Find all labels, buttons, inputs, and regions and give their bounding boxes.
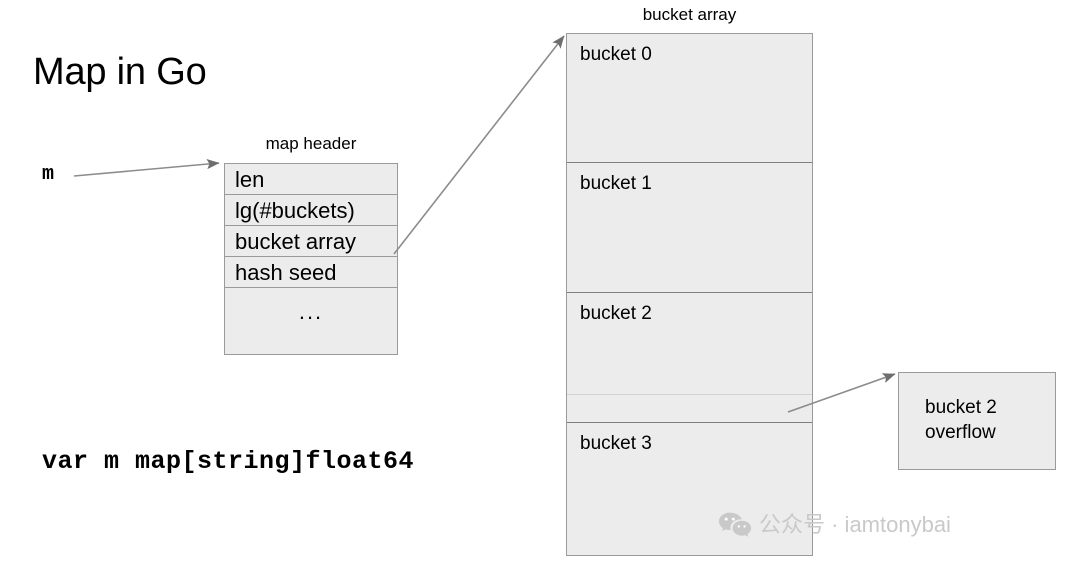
- wechat-icon: [718, 512, 752, 537]
- bucket-2-overflow-text: bucket 2 overflow: [925, 395, 997, 445]
- bucket-0: bucket 0: [567, 34, 812, 163]
- map-header-row-len: len: [225, 164, 397, 195]
- map-header-row-lgbuckets: lg(#buckets): [225, 195, 397, 226]
- bucket-2-overflow-line2: overflow: [925, 422, 996, 443]
- bucket-2-label: bucket 2: [580, 303, 652, 324]
- bucket-array-caption: bucket array: [642, 5, 737, 24]
- bucket-0-label: bucket 0: [580, 44, 652, 65]
- bucket-2-overflow-line1: bucket 2: [925, 397, 997, 418]
- watermark-text: 公众号 · iamtonybai: [759, 512, 951, 537]
- map-header-row-hash-seed: hash seed: [225, 257, 397, 288]
- map-header-row-bucket-array: bucket array: [225, 226, 397, 257]
- map-header-caption: map header: [265, 134, 357, 153]
- bucket-array-box: bucket 0 bucket 1 bucket 2 bucket 3: [566, 33, 813, 556]
- page-title: Map in Go: [33, 51, 207, 93]
- bucket-2-overflow-pointer-slot: [567, 394, 812, 423]
- bucket-1: bucket 1: [567, 163, 812, 293]
- variable-label-m: m: [42, 163, 55, 186]
- bucket-2: bucket 2: [567, 293, 812, 423]
- watermark: 公众号 · iamtonybai: [718, 511, 951, 539]
- code-declaration: var m map[string]float64: [42, 447, 415, 476]
- bucket-3-label: bucket 3: [580, 433, 652, 454]
- bucket-1-label: bucket 1: [580, 173, 652, 194]
- arrow-m-to-map-header: [73, 158, 220, 177]
- bucket-2-overflow-box: bucket 2 overflow: [898, 372, 1056, 470]
- map-header-box: len lg(#buckets) bucket array hash seed …: [224, 163, 398, 355]
- arrow-bucket-array-field-to-bucket0: [393, 35, 565, 255]
- bucket-3: bucket 3: [567, 423, 812, 555]
- map-header-row-ellipsis: ...: [298, 299, 324, 324]
